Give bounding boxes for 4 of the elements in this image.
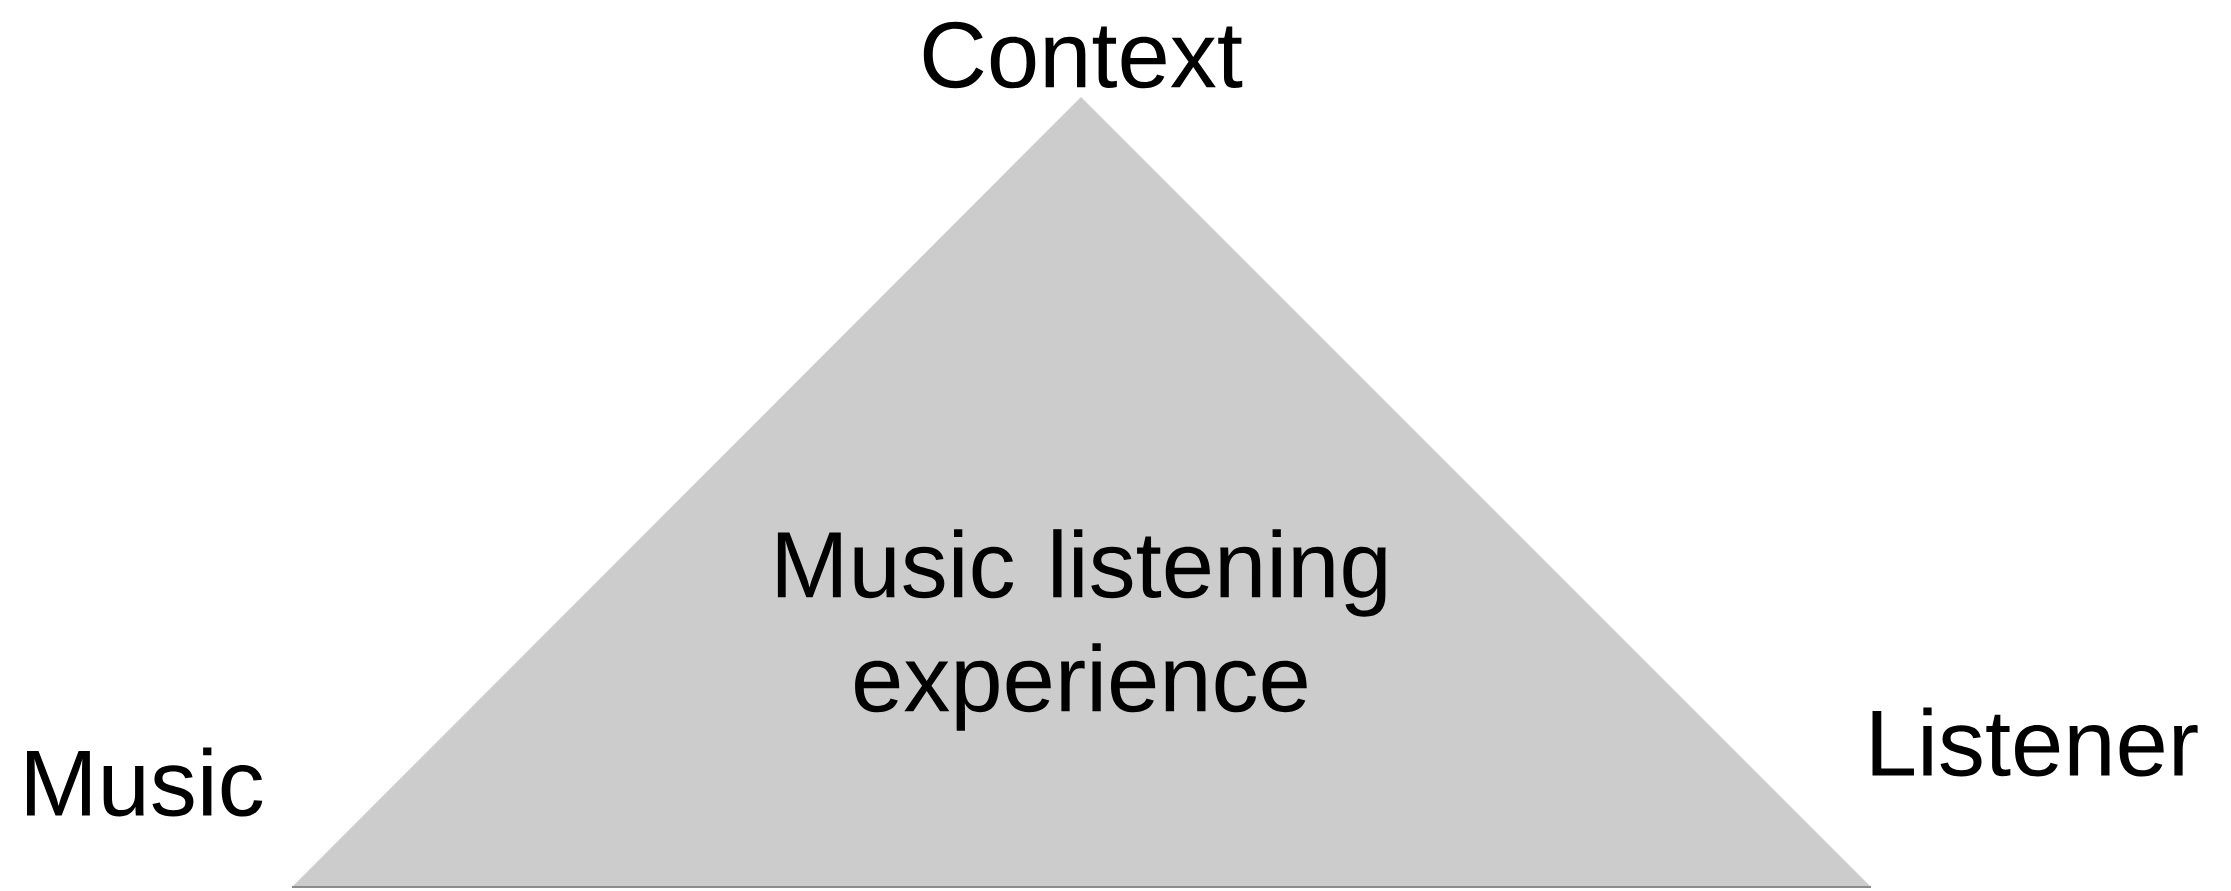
- corner-label: Music: [27, 747, 263, 817]
- corner-label: Context: [923, 21, 1243, 89]
- triangle: Music listening experience: [291, 97, 1872, 888]
- corner-label: Listener: [1872, 707, 2198, 777]
